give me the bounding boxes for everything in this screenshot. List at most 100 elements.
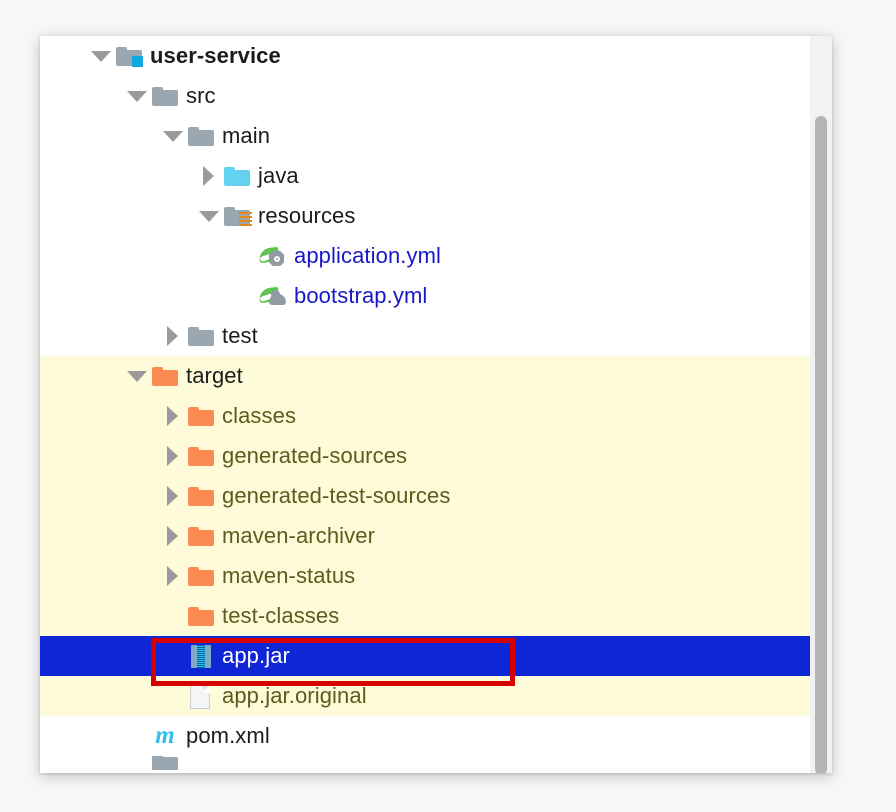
no-chevron-spacer: [232, 276, 258, 316]
node-icon: [150, 756, 180, 770]
folder-gray-icon: [152, 756, 178, 770]
tree-node-label: user-service: [150, 43, 281, 68]
tree-node-label: pom.xml: [186, 723, 270, 748]
no-chevron-spacer: [160, 676, 186, 716]
chevron-right-icon[interactable]: [196, 156, 222, 196]
tree-node-label: maven-status: [222, 563, 356, 588]
node-icon: [186, 516, 216, 556]
chevron-down-icon[interactable]: [160, 116, 186, 156]
node-icon: [222, 196, 252, 236]
chevron-down-icon[interactable]: [124, 356, 150, 396]
tree-node-label: generated-test-sources: [222, 483, 451, 508]
node-icon: [186, 596, 216, 636]
tree-row-classes[interactable]: classes: [40, 396, 832, 436]
node-icon: [186, 436, 216, 476]
tree-row-app-jar[interactable]: app.jar: [40, 636, 832, 676]
tree-node-label: bootstrap.yml: [294, 283, 428, 308]
folder-gray-icon: [152, 87, 178, 106]
tree-node-label: app.jar.original: [222, 683, 367, 708]
folder-orange-icon: [188, 527, 214, 546]
tree-row-src[interactable]: src: [40, 76, 832, 116]
node-icon: [186, 676, 216, 716]
tree-node-label: main: [222, 123, 271, 148]
chevron-right-icon[interactable]: [160, 396, 186, 436]
tree-node-label: maven-archiver: [222, 523, 376, 548]
tree-node-label: target: [186, 363, 243, 388]
folder-resources-icon: [224, 207, 252, 226]
module-folder-icon: [116, 47, 143, 67]
chevron-right-icon[interactable]: [160, 316, 186, 356]
tree-row-user-service[interactable]: user-service: [40, 36, 832, 76]
tree-row-pom-xml[interactable]: m pom.xml: [40, 716, 832, 756]
chevron-right-icon[interactable]: [160, 516, 186, 556]
tree-row-app-jar-original[interactable]: app.jar.original: [40, 676, 832, 716]
node-icon: [258, 236, 288, 276]
chevron-right-icon[interactable]: [160, 476, 186, 516]
no-chevron-spacer: [124, 756, 150, 770]
folder-gray-icon: [188, 327, 214, 346]
node-icon: [150, 356, 180, 396]
vertical-scrollbar-track[interactable]: [810, 36, 832, 773]
chevron-down-icon[interactable]: [124, 76, 150, 116]
no-chevron-spacer: [124, 716, 150, 756]
no-chevron-spacer: [232, 236, 258, 276]
tree-row-test[interactable]: test: [40, 316, 832, 356]
folder-orange-icon: [188, 487, 214, 506]
file-plain-icon: [190, 685, 210, 709]
tree-node-label: application.yml: [294, 243, 442, 268]
tree-row-main[interactable]: main: [40, 116, 832, 156]
chevron-down-icon[interactable]: [88, 36, 114, 76]
tree-row-maven-archiver[interactable]: maven-archiver: [40, 516, 832, 556]
node-icon: [186, 636, 216, 676]
tree-row-java[interactable]: java: [40, 156, 832, 196]
tree-row-resources[interactable]: resources: [40, 196, 832, 236]
folder-orange-icon: [152, 367, 178, 386]
tree-row-partial[interactable]: [40, 756, 832, 770]
gear-overlay-icon: [269, 251, 284, 266]
jar-archive-icon: [191, 645, 211, 668]
tree-row-bootstrap-yml[interactable]: bootstrap.yml: [40, 276, 832, 316]
tree-node-label: classes: [222, 403, 297, 428]
module-badge-icon: [132, 56, 143, 67]
tree-row-test-classes[interactable]: test-classes: [40, 596, 832, 636]
tree-node-label: app.jar: [222, 643, 290, 668]
folder-gray-icon: [188, 127, 214, 146]
chevron-right-icon[interactable]: [160, 556, 186, 596]
node-icon: [186, 316, 216, 356]
folder-orange-icon: [188, 567, 214, 586]
no-chevron-spacer: [160, 596, 186, 636]
node-icon: [222, 156, 252, 196]
node-icon: m: [150, 716, 180, 756]
tree-row-application-yml[interactable]: application.yml: [40, 236, 832, 276]
tree-row-generated-test-sources[interactable]: generated-test-sources: [40, 476, 832, 516]
folder-orange-icon: [188, 407, 214, 426]
no-chevron-spacer: [160, 636, 186, 676]
tree-node-label: generated-sources: [222, 443, 408, 468]
tree-node-label: test-classes: [222, 603, 340, 628]
tree-node-label: resources: [258, 203, 356, 228]
chevron-right-icon[interactable]: [160, 436, 186, 476]
folder-orange-icon: [188, 607, 214, 626]
node-icon: [258, 276, 288, 316]
maven-m-icon: m: [155, 722, 175, 749]
tree-node-label: test: [222, 323, 258, 348]
node-icon: [186, 556, 216, 596]
vertical-scroll-thumb[interactable]: [815, 116, 827, 773]
tree-node-label: java: [258, 163, 299, 188]
tree-node-label: src: [186, 83, 216, 108]
tree-row-generated-sources[interactable]: generated-sources: [40, 436, 832, 476]
cloud-overlay-icon: [269, 290, 286, 305]
folder-orange-icon: [188, 447, 214, 466]
node-icon: [114, 36, 144, 76]
resources-badge-icon: [239, 212, 252, 226]
tree-row-target[interactable]: target: [40, 356, 832, 396]
tree-row-maven-status[interactable]: maven-status: [40, 556, 832, 596]
node-icon: [150, 76, 180, 116]
node-icon: [186, 476, 216, 516]
node-icon: [186, 116, 216, 156]
chevron-down-icon[interactable]: [196, 196, 222, 236]
folder-source-cyan-icon: [224, 167, 250, 186]
